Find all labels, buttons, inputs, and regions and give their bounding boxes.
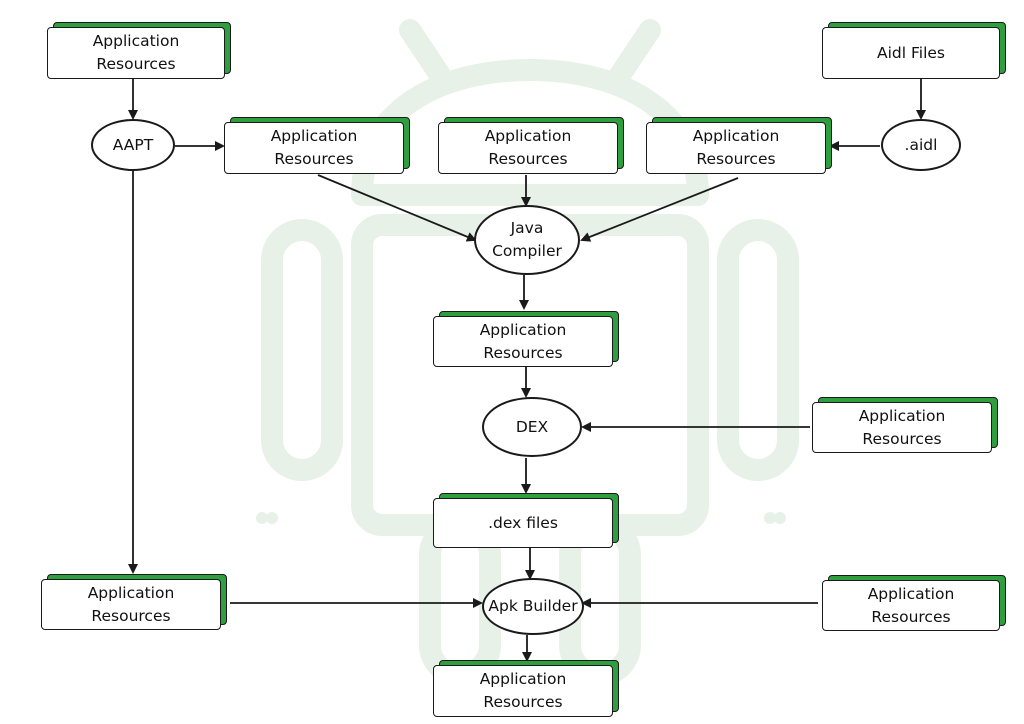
node-dex-files: .dex files [433, 493, 619, 548]
node-label: Apk Builder [488, 597, 578, 615]
node-label: Application Resources [858, 406, 946, 448]
node-application-resources-after-compiler: Application Resources [433, 311, 619, 367]
node-label: Application Resources [270, 127, 358, 168]
node-application-resources-bottom-left: Application Resources [41, 574, 227, 630]
node-label: Application Resources [479, 670, 567, 711]
node-label: Application Resources [87, 583, 175, 625]
node-label: Application Resources [867, 584, 955, 626]
node-aapt: AAPT [91, 119, 175, 171]
node-application-resources-bottom-right: Application Resources [822, 575, 1006, 631]
node-application-resources-top-left: Application Resources [47, 22, 231, 79]
edge-row2-left-to-compiler [317, 174, 477, 242]
node-java-compiler: Java Compiler [474, 205, 580, 275]
node-aidl: .aidl [881, 119, 961, 171]
node-label: Application Resources [692, 127, 780, 168]
node-label: Aidl Files [877, 43, 945, 62]
node-label: .aidl [904, 135, 938, 154]
node-label: Application Resources [479, 320, 567, 362]
node-application-resources-output: Application Resources [433, 660, 619, 717]
node-apk-builder: Apk Builder [482, 578, 584, 635]
node-application-resources-dex-right: Application Resources [812, 397, 998, 453]
node-application-resources-row2-right: Application Resources [646, 117, 832, 174]
node-label: Application Resources [92, 32, 180, 73]
node-application-resources-row2-left: Application Resources [224, 117, 410, 174]
node-dex: DEX [482, 397, 582, 457]
edge-row2-right-to-compiler [580, 177, 739, 242]
node-label: Application Resources [484, 127, 572, 168]
node-aidl-files: Aidl Files [822, 22, 1006, 79]
node-label: .dex files [488, 513, 558, 532]
node-label: DEX [515, 417, 549, 436]
node-application-resources-row2-mid: Application Resources [438, 117, 624, 174]
node-label: Java Compiler [492, 219, 562, 260]
node-label: AAPT [112, 135, 154, 154]
